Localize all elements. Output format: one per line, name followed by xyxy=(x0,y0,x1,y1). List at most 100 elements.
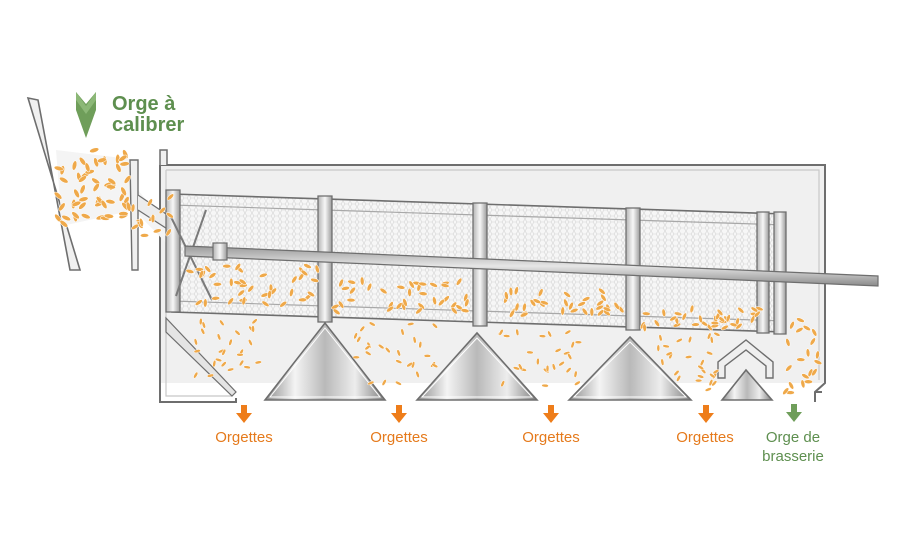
grain xyxy=(788,381,794,390)
grain xyxy=(185,269,195,274)
grain xyxy=(200,327,206,335)
grain xyxy=(193,338,198,346)
grain xyxy=(378,344,385,350)
grain xyxy=(219,319,225,326)
grain xyxy=(811,328,818,337)
grain xyxy=(59,219,68,228)
grain xyxy=(395,380,402,386)
grain xyxy=(782,387,790,395)
grain xyxy=(212,360,217,368)
grain xyxy=(460,308,470,313)
grain xyxy=(407,287,412,297)
grain xyxy=(71,160,78,171)
grain xyxy=(577,301,586,307)
grain xyxy=(402,298,408,307)
grain xyxy=(291,275,298,284)
grain xyxy=(563,291,571,298)
arrow-down-icon xyxy=(698,405,714,423)
grain xyxy=(805,348,811,358)
grain xyxy=(412,336,417,344)
grain xyxy=(212,282,222,287)
grain xyxy=(267,290,272,299)
grain xyxy=(78,201,87,210)
grain xyxy=(236,352,244,357)
grain xyxy=(815,350,820,360)
grain xyxy=(131,223,139,230)
grain xyxy=(251,325,255,333)
grain xyxy=(450,306,458,315)
grain xyxy=(656,344,661,352)
grain xyxy=(681,312,687,321)
grain xyxy=(673,370,680,376)
grain xyxy=(735,322,743,330)
grain xyxy=(642,323,647,332)
grain xyxy=(347,279,357,285)
grain xyxy=(222,264,232,269)
grain xyxy=(750,315,756,324)
output-3: Orgettes xyxy=(522,405,580,446)
grain xyxy=(498,329,504,336)
grain xyxy=(713,332,721,337)
output-label: Orgettes xyxy=(676,429,734,446)
grain xyxy=(688,336,692,344)
grain xyxy=(514,286,519,296)
grain xyxy=(602,306,612,312)
grain xyxy=(514,302,520,312)
grain xyxy=(71,211,80,220)
grain xyxy=(716,308,724,316)
grain xyxy=(750,306,759,313)
grain xyxy=(785,364,793,372)
grain xyxy=(538,334,547,338)
grain xyxy=(710,321,720,326)
grain xyxy=(502,334,511,338)
grain xyxy=(658,334,663,342)
grain xyxy=(418,291,428,296)
grain xyxy=(346,297,356,303)
grain xyxy=(241,296,247,306)
grain xyxy=(407,322,415,326)
grain xyxy=(676,375,681,382)
grain xyxy=(538,288,544,297)
grain xyxy=(464,298,470,308)
grain xyxy=(248,339,253,346)
grain xyxy=(119,161,130,167)
grain xyxy=(684,355,693,359)
grain xyxy=(789,321,795,330)
grain xyxy=(417,302,425,310)
output-labels: Orgettes Orgettes Orgettes Orgettes Orge… xyxy=(215,404,824,465)
grain xyxy=(204,265,212,273)
grain xyxy=(386,305,394,313)
grain xyxy=(796,317,805,323)
grain xyxy=(432,296,437,306)
grain xyxy=(298,297,308,302)
grain xyxy=(547,330,552,338)
grain xyxy=(545,364,550,373)
grain xyxy=(80,213,91,220)
grain xyxy=(418,341,423,349)
grain xyxy=(349,286,356,295)
grain xyxy=(247,285,255,293)
grain xyxy=(254,360,262,365)
grain xyxy=(653,319,660,327)
grain xyxy=(415,307,423,315)
grain xyxy=(673,311,683,317)
grain xyxy=(796,357,806,362)
grain xyxy=(84,162,91,173)
grain xyxy=(279,300,287,308)
grain xyxy=(229,277,234,287)
grain xyxy=(813,359,823,365)
grain xyxy=(194,299,203,306)
grain xyxy=(697,364,704,370)
grain xyxy=(96,157,107,163)
grain xyxy=(564,329,572,335)
grain xyxy=(92,182,100,192)
grain xyxy=(198,270,204,279)
grain xyxy=(573,370,578,378)
grain xyxy=(78,196,89,202)
grain xyxy=(581,307,589,316)
grain xyxy=(228,338,233,346)
grain xyxy=(237,289,245,297)
grain xyxy=(560,306,565,316)
grain xyxy=(526,350,534,355)
